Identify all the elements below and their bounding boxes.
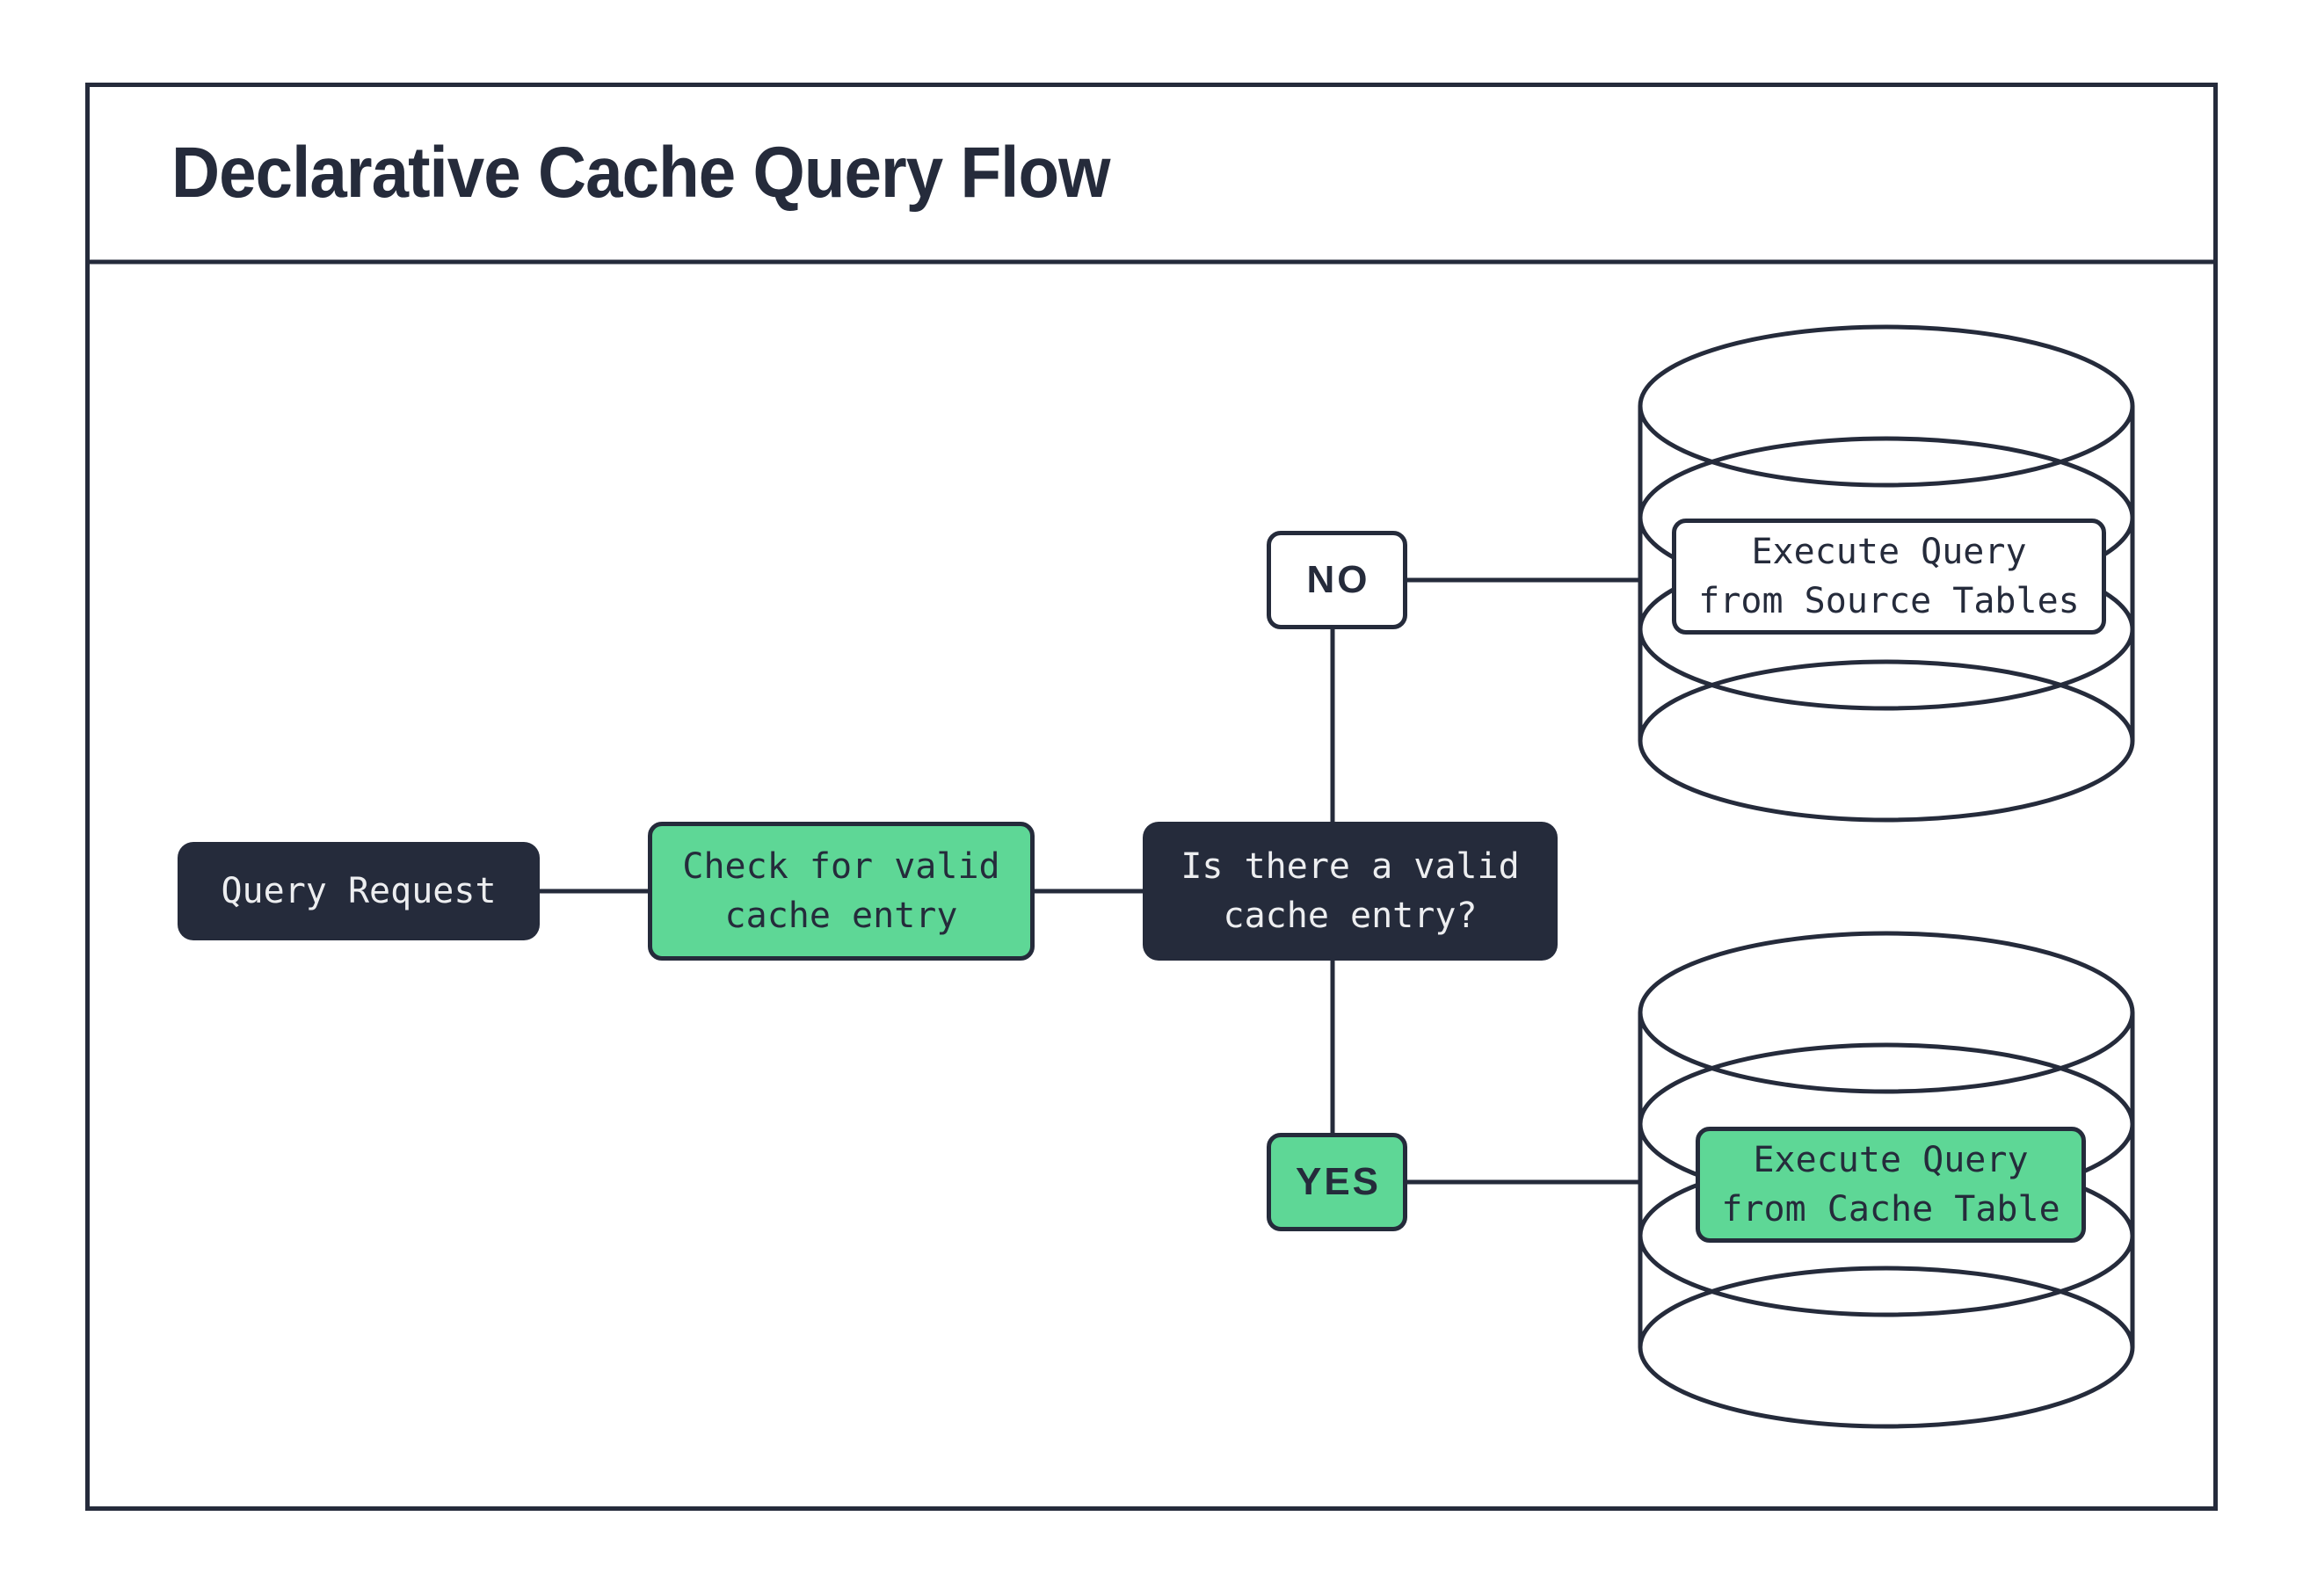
cylinder-disk (1638, 1266, 2135, 1429)
node-execute-source-label: Execute Query from Source Tables (1698, 532, 2080, 621)
node-execute-cache-label: Execute Query from Cache Table (1721, 1140, 2060, 1230)
title-band: Declarative Cache Query Flow (88, 84, 2215, 262)
node-query-request-label: Query Request (221, 871, 497, 911)
frame-border (85, 83, 2218, 1511)
branch-no-label: NO (1306, 558, 1370, 602)
page-title: Declarative Cache Query Flow (171, 133, 1110, 213)
node-check-cache: Check for valid cache entry (648, 822, 1035, 961)
cylinder-disk (1638, 931, 2135, 1094)
node-decision-label: Is there a valid cache entry? (1181, 846, 1520, 936)
branch-no-tag: NO (1267, 531, 1407, 629)
node-execute-source: Execute Query from Source Tables (1672, 519, 2106, 635)
node-execute-cache: Execute Query from Cache Table (1696, 1127, 2086, 1243)
node-query-request: Query Request (178, 842, 540, 940)
cylinder-disk (1638, 659, 2135, 823)
connectors (540, 577, 1640, 1185)
node-check-cache-label: Check for valid cache entry (682, 846, 1000, 936)
branch-yes-tag: YES (1267, 1133, 1407, 1231)
node-decision: Is there a valid cache entry? (1143, 822, 1558, 961)
cylinder-disk (1638, 324, 2135, 488)
branch-yes-label: YES (1295, 1160, 1382, 1204)
